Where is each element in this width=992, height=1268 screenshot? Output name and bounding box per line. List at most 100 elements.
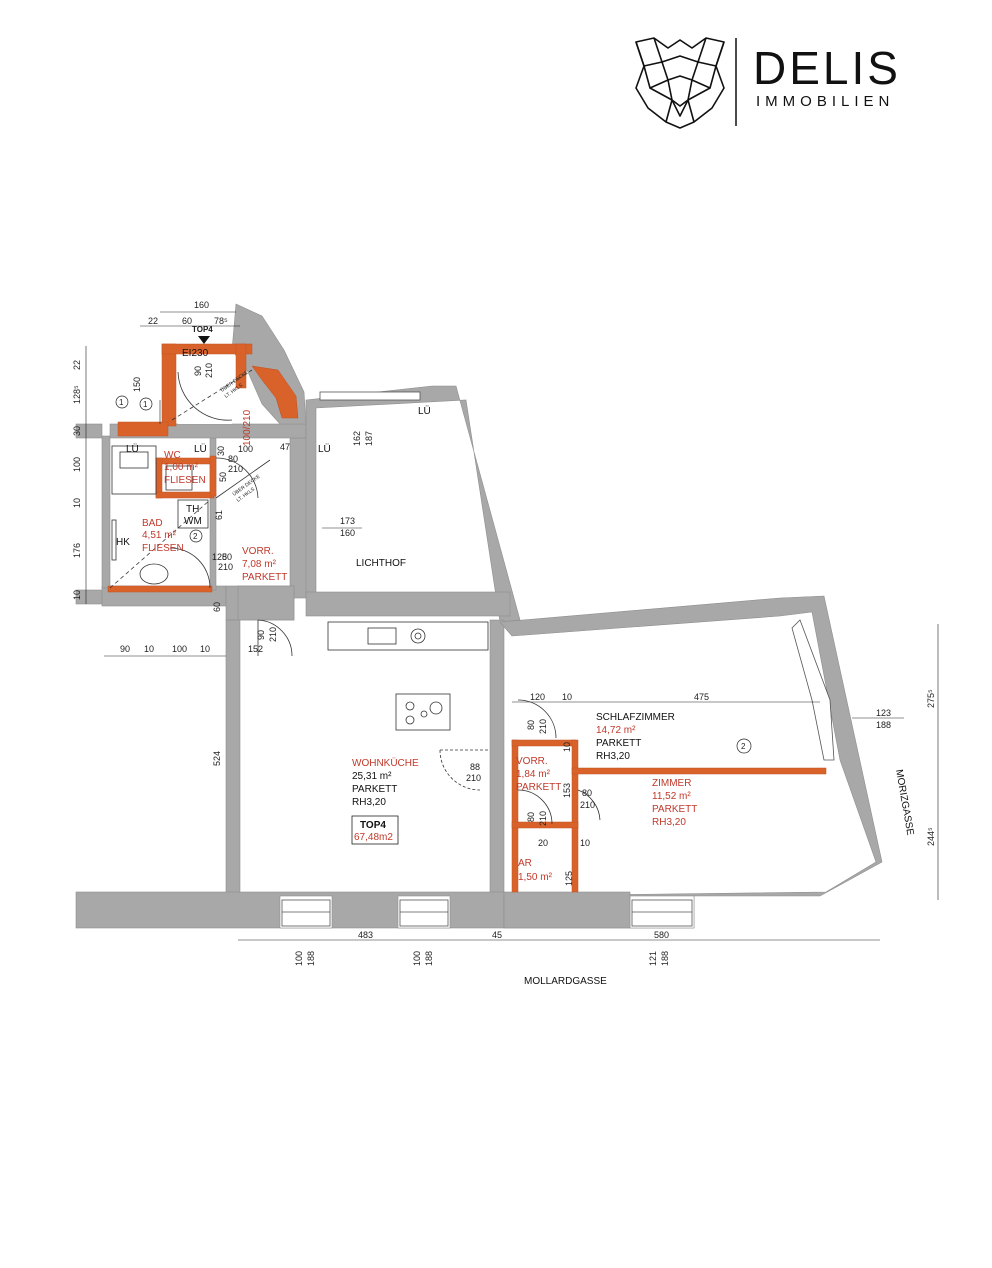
top4-label: TOP4 xyxy=(360,820,386,831)
schlafzimmer-area: 14,72 m² xyxy=(596,725,636,736)
lu-label-4: LÜ xyxy=(418,405,431,417)
dimension-value: 61 xyxy=(214,510,224,520)
wohnkueche-area: 25,31 m² xyxy=(352,771,392,782)
vorr2-area: 1,84 m² xyxy=(516,769,551,780)
marker-1a-label: 1 xyxy=(119,398,124,407)
zimmer-name: ZIMMER xyxy=(652,778,691,789)
dimension-value: 10 xyxy=(200,644,210,654)
total-area: 67,48m2 xyxy=(354,832,393,843)
brand-subtitle: IMMOBILIEN xyxy=(756,93,894,110)
schlafzimmer-name: SCHLAFZIMMER xyxy=(596,712,675,723)
dimension-value: 210 xyxy=(580,800,595,810)
vorr1-name: VORR. xyxy=(242,546,274,557)
dimension-value: 80 xyxy=(582,788,592,798)
ei230-label: EI230 xyxy=(182,348,209,359)
dimension-lines xyxy=(85,311,939,941)
dimension-value: 210 xyxy=(218,562,233,572)
new-walls xyxy=(107,343,827,893)
wc-name: WC xyxy=(164,450,181,461)
kitchen-counter xyxy=(327,621,489,651)
vorr2-name: VORR. xyxy=(516,756,548,767)
zimmer-height: RH3,20 xyxy=(652,817,686,828)
toilet-icon xyxy=(139,563,169,585)
marker-2a-label: 2 xyxy=(193,532,198,541)
dimension-value: 580 xyxy=(654,930,669,940)
dimension-value: 50 xyxy=(218,472,228,482)
vorr2-floor: PARKETT xyxy=(516,782,561,793)
dimension-value: 210 xyxy=(204,363,214,378)
dimension-value: 30 xyxy=(72,426,82,436)
wohnkueche-floor: PARKETT xyxy=(352,784,397,795)
dimension-value: 210 xyxy=(228,464,243,474)
dimension-value: 188 xyxy=(424,951,434,966)
dimension-value: 121 xyxy=(648,951,658,966)
zimmer-floor: PARKETT xyxy=(652,804,697,815)
dimension-value: 244⁵ xyxy=(926,827,936,846)
lichthof-label: LICHTHOF xyxy=(356,558,406,569)
dimension-value: 162 xyxy=(352,431,362,446)
dimension-value: 210 xyxy=(466,773,481,783)
dimension-value: 88 xyxy=(470,762,480,772)
dimension-value: 78⁵ xyxy=(214,316,228,326)
dimension-value: 188 xyxy=(306,951,316,966)
wc-floor: FLIESEN xyxy=(164,475,206,486)
entry-arrow-icon xyxy=(198,336,210,344)
marker-2b xyxy=(736,738,752,754)
dimension-value: 20 xyxy=(538,838,548,848)
dimension-value: 125 xyxy=(212,552,227,562)
windows xyxy=(281,391,835,927)
dimension-value: 188 xyxy=(876,720,891,730)
marker-2a xyxy=(189,529,203,543)
ar-area: 1,50 m² xyxy=(518,872,553,883)
dimension-value: 176 xyxy=(72,543,82,558)
brand-logo: DELIS IMMOBILIEN xyxy=(635,37,901,129)
dimension-value: 30 xyxy=(216,446,226,456)
dimension-value: 173 xyxy=(340,516,355,526)
dimension-value: 22 xyxy=(72,360,82,370)
dimension-value: 100 xyxy=(172,644,187,654)
dimension-value: 524 xyxy=(212,751,222,766)
wc-area: 1,00 m² xyxy=(164,462,199,473)
dimension-value: 160 xyxy=(194,300,209,310)
dimension-value: 210 xyxy=(538,811,548,826)
dimension-value: 90 xyxy=(120,644,130,654)
dimension-value: 80 xyxy=(222,552,232,562)
dimension-value: 90 xyxy=(193,366,203,376)
vorr1-floor: PARKETT xyxy=(242,572,287,583)
zimmer-area: 11,52 m² xyxy=(652,791,691,802)
dimension-value: 153 xyxy=(562,783,572,798)
marker-1b xyxy=(139,397,153,411)
dimension-value: 128⁵ xyxy=(72,385,82,404)
lu-label-1: LÜ xyxy=(126,443,139,455)
dimension-value: 100 xyxy=(412,951,422,966)
hk-label: HK xyxy=(116,537,130,548)
dimension-value: 100 xyxy=(294,951,304,966)
bad-name: BAD xyxy=(142,518,163,529)
lion-head-icon xyxy=(635,37,725,129)
bad-floor: FLIESEN xyxy=(142,543,184,554)
dimension-value: 45 xyxy=(492,930,502,940)
dimension-value: 80 xyxy=(526,812,536,822)
dimension-value: 150 xyxy=(132,377,142,392)
dimension-value: 22 xyxy=(148,316,158,326)
lu-label-2: LÜ xyxy=(194,443,207,455)
dimension-value: 47 xyxy=(280,442,290,452)
street-mollardgasse: MOLLARDGASSE xyxy=(524,976,607,987)
dimension-value: 475 xyxy=(694,692,709,702)
wohnkueche-name: WOHNKÜCHE xyxy=(352,757,419,769)
vorr1-area: 7,08 m² xyxy=(242,559,277,570)
schlafzimmer-floor: PARKETT xyxy=(596,738,641,749)
dimension-value: 187 xyxy=(364,431,374,446)
dimension-value: 60 xyxy=(212,602,222,612)
street-morizgasse: MORIZGASSE xyxy=(893,769,915,837)
brand-name: DELIS xyxy=(753,42,901,94)
dimension-texts: 160 22 60 78⁵ 90 210 150 22 128⁵ 30 100 … xyxy=(72,300,936,966)
dimension-value: 10 xyxy=(72,590,82,600)
cooktop-icon xyxy=(395,693,451,731)
wohnkueche-height: RH3,20 xyxy=(352,797,386,808)
schlafzimmer-height: RH3,20 xyxy=(596,751,630,762)
lu-label-3: LÜ xyxy=(318,443,331,455)
dimension-value: 275⁵ xyxy=(926,689,936,708)
bad-area: 4,51 m² xyxy=(142,530,177,541)
